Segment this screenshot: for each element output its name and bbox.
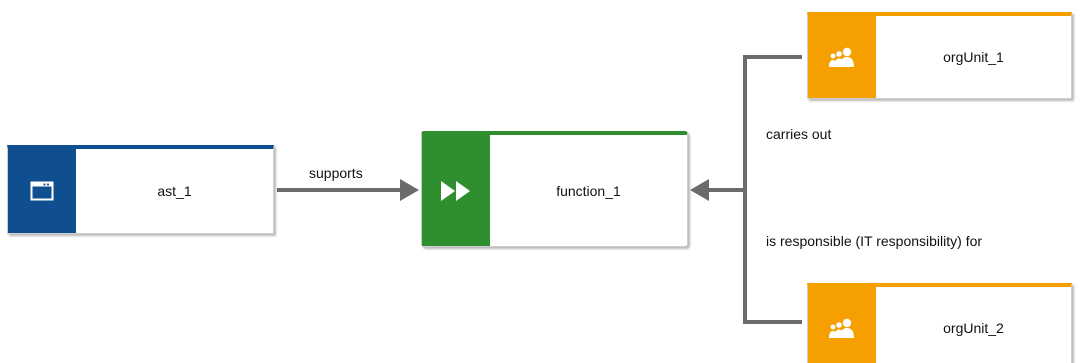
edge-is-responsible-label: is responsible (IT responsibility) for [766, 233, 983, 249]
edge-carries-out-label: carries out [766, 126, 832, 142]
org-unit-node-label: orgUnit_1 [943, 49, 1004, 65]
edge-org-to-function-arrowhead [690, 179, 709, 201]
application-icon-box [8, 149, 76, 233]
org-unit-icon-box [808, 16, 876, 98]
fast-forward-icon [441, 180, 470, 201]
org-unit-node-org-unit-2[interactable]: orgUnit_2 [807, 283, 1072, 363]
function-node-function-1[interactable]: function_1 [421, 131, 688, 247]
application-node-label: ast_1 [157, 183, 192, 199]
edge-org-units-line [743, 55, 802, 324]
edge-supports-arrowhead [400, 179, 419, 201]
function-node-label: function_1 [556, 182, 621, 199]
org-unit-icon-box [808, 287, 876, 363]
org-unit-node-label: orgUnit_2 [943, 320, 1004, 336]
application-window-icon [30, 181, 54, 201]
people-group-icon [829, 318, 854, 338]
people-group-icon [829, 47, 854, 67]
application-node-ast-1[interactable]: ast_1 [7, 145, 274, 234]
function-icon-box [422, 135, 490, 246]
org-unit-node-org-unit-1[interactable]: orgUnit_1 [807, 12, 1072, 99]
edge-supports-label: supports [309, 165, 363, 181]
